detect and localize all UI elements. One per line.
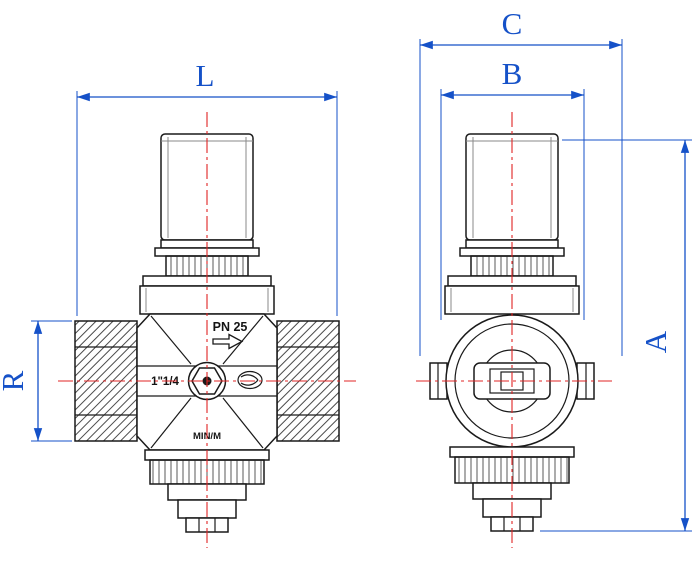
dim-a: A — [540, 139, 692, 532]
dim-label-l: L — [196, 58, 215, 93]
dim-label-a: A — [638, 330, 673, 353]
dim-r: R — [0, 320, 72, 442]
centerlines — [58, 112, 612, 548]
body-facet-line — [150, 397, 192, 449]
logo-oval — [237, 370, 263, 390]
side-view: C B A — [419, 6, 692, 532]
pressure-rating-text: PN 25 — [213, 320, 248, 334]
dim-b: B — [440, 56, 585, 320]
body-facet-line — [222, 397, 264, 449]
dim-label-b: B — [502, 56, 523, 91]
dim-label-r: R — [0, 370, 30, 391]
dim-label-c: C — [502, 6, 523, 41]
manufacturer-logo-icon — [237, 370, 263, 390]
dim-l: L — [76, 58, 338, 316]
body-facet-line — [222, 315, 264, 365]
front-view: PN 25 1"1/4 MIN/M L R — [0, 58, 340, 533]
body-facet-line — [150, 315, 192, 365]
logo-curve — [240, 374, 259, 386]
connection-size-text: 1"1/4 — [151, 376, 179, 388]
dim-c: C — [419, 6, 623, 356]
flow-arrow-icon — [212, 333, 244, 350]
